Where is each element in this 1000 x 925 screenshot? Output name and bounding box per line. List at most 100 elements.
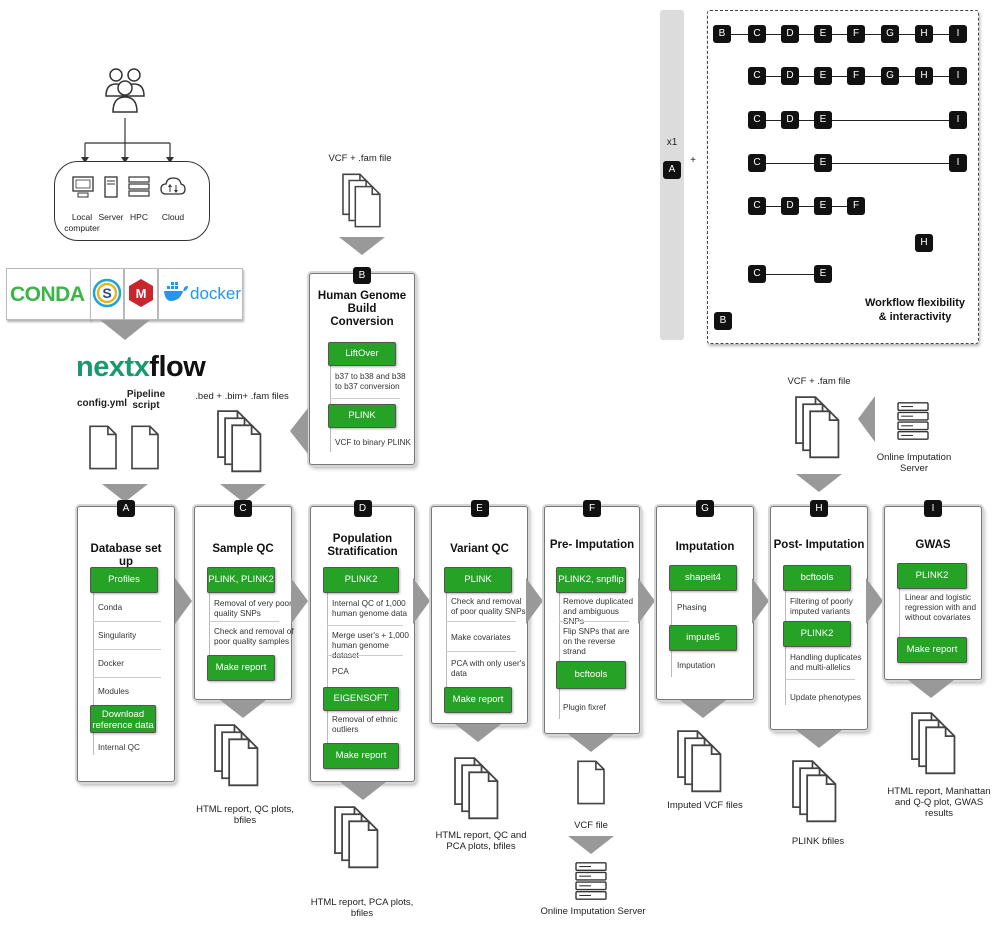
stage-d-box: D Population Stratification PLINK2 Inter… (310, 500, 415, 782)
flex-a-node: A (663, 161, 681, 179)
step-f-3: Plugin fixref (563, 703, 606, 712)
step-h-1: Filtering of poorly imputed variants (790, 597, 853, 616)
docker-logo: docker (158, 268, 243, 320)
svg-text:S: S (102, 285, 111, 301)
flex-r2-f: F (847, 67, 865, 85)
stage-f-letter: F (583, 500, 601, 517)
arrow-into-h (796, 474, 842, 492)
flex-r4-i: I (949, 154, 967, 172)
nextflow-logo: nextxflow (76, 351, 206, 383)
flex-r5-d: D (781, 197, 799, 215)
conda-logo: CONDA (6, 268, 91, 320)
stage-a-title: Database set up (90, 543, 162, 568)
arrow-e-out (455, 724, 501, 742)
flex-r3-e: E (814, 111, 832, 129)
stage-f-title: Pre- Imputation (549, 539, 635, 551)
step-a-2: Singularity (98, 631, 137, 640)
arrow-h-out (796, 730, 842, 748)
stage-i-box: I GWAS PLINK2 Linear and logistic regres… (884, 500, 982, 680)
step-e-1: Check and removal of poor quality SNPs (451, 597, 526, 616)
step-d-1: Internal QC of 1,000 human genome data (332, 599, 408, 618)
input-vcf-fam-b: VCF + .fam file (328, 153, 392, 164)
tool-impute5: impute5 (669, 625, 737, 651)
flex-r5-e: E (814, 197, 832, 215)
input-files-c-icon (217, 410, 262, 473)
tool-make-report-c: Make report (207, 655, 275, 681)
tool-profiles: Profiles (90, 567, 158, 593)
stage-b-title: Human Genome Build Conversion (317, 290, 407, 328)
flex-r1-e: E (814, 25, 832, 43)
stage-c-box: C Sample QC PLINK, PLINK2 Removal of ver… (194, 500, 294, 700)
flex-r4-e: E (814, 154, 832, 172)
platform-panel (54, 161, 210, 241)
stage-i-letter: I (924, 500, 942, 517)
stage-g-letter: G (696, 500, 714, 517)
arrow-b-to-c (290, 408, 308, 454)
tool-plink-e: PLINK (444, 567, 512, 593)
arrow-server-to-h (858, 396, 875, 442)
stage-d-letter: D (353, 500, 372, 517)
cloud-icon (160, 177, 186, 195)
step-h-2: Handling duplicates and multi-allelics (790, 653, 862, 672)
arrow-g-to-h (752, 578, 769, 624)
step-a-5: Internal QC (98, 743, 140, 752)
stage-b-box: B Human Genome Build Conversion LiftOver… (309, 267, 415, 465)
step-b-1: b37 to b38 and b38 to b37 conversion (335, 372, 406, 391)
tool-bcftools-f: bcftools (556, 661, 626, 689)
server-tower-icon (104, 176, 118, 198)
platform-hpc: HPC (130, 212, 148, 222)
output-g-label: Imputed VCF files (667, 800, 743, 811)
flex-r7-e: E (814, 265, 832, 283)
server-h-icon (897, 402, 929, 440)
output-i-label: HTML report, Manhattan and Q-Q plot, GWA… (887, 786, 991, 819)
step-e-2: Make covariates (451, 633, 511, 642)
arrow-a-to-c (175, 578, 192, 624)
pipeline-label: Pipeline script (126, 389, 166, 411)
step-d-3: PCA (332, 667, 349, 676)
stage-e-box: E Variant QC PLINK Check and removal of … (431, 500, 528, 724)
step-h-3: Update phenotypes (790, 693, 862, 702)
platform-local: Local computer (64, 212, 100, 233)
output-e-label: HTML report, QC and PCA plots, bfiles (435, 830, 527, 852)
stage-c-title: Sample QC (212, 543, 274, 555)
arrow-f-server (568, 836, 614, 854)
flex-r2-g: G (881, 67, 899, 85)
output-f-label: VCF file (574, 820, 608, 831)
arrow-into-c (220, 484, 266, 502)
tool-plink2-snpflip: PLINK2, snpflip (556, 567, 626, 593)
tool-make-report-d: Make report (323, 743, 399, 769)
arrow-e-to-f (526, 578, 543, 624)
step-i-1: Linear and logistic regression with and … (905, 593, 976, 622)
flex-r3-d: D (781, 111, 799, 129)
flex-r3-i: I (949, 111, 967, 129)
tool-shapeit4: shapeit4 (669, 565, 737, 591)
flex-r2-e: E (814, 67, 832, 85)
config-doc-icon (89, 425, 117, 470)
input-files-b-icon (342, 173, 381, 228)
flex-r2-c: C (748, 67, 766, 85)
tool-plink2-d: PLINK2 (323, 567, 399, 593)
tool-make-report-i: Make report (897, 637, 967, 663)
stage-c-letter: C (234, 500, 252, 517)
tool-plink2-h: PLINK2 (783, 621, 851, 647)
step-g-1: Phasing (677, 603, 707, 612)
modules-logo: M (124, 268, 158, 320)
flex-r1-b: B (713, 25, 731, 43)
tool-plink-b: PLINK (328, 404, 396, 428)
users-icon (105, 68, 145, 113)
flex-r2-h: H (915, 67, 933, 85)
flex-panel (707, 10, 979, 344)
flex-r1-d: D (781, 25, 799, 43)
stage-d-title: Population Stratification (327, 533, 398, 558)
stage-g-title: Imputation (675, 541, 735, 553)
step-c-1: Removal of very poor quality SNPs (214, 599, 292, 618)
arrow-g-out (680, 700, 726, 718)
tool-liftover: LiftOver (328, 342, 396, 366)
hpc-icon (128, 176, 150, 197)
input-files-h-icon (795, 396, 840, 459)
arrow-into-b (339, 237, 385, 255)
flex-plus: + (690, 155, 696, 166)
stage-g-box: G Imputation shapeit4 Phasing impute5 Im… (656, 500, 754, 700)
flex-r7-c: C (748, 265, 766, 283)
step-a-4: Modules (98, 687, 129, 696)
